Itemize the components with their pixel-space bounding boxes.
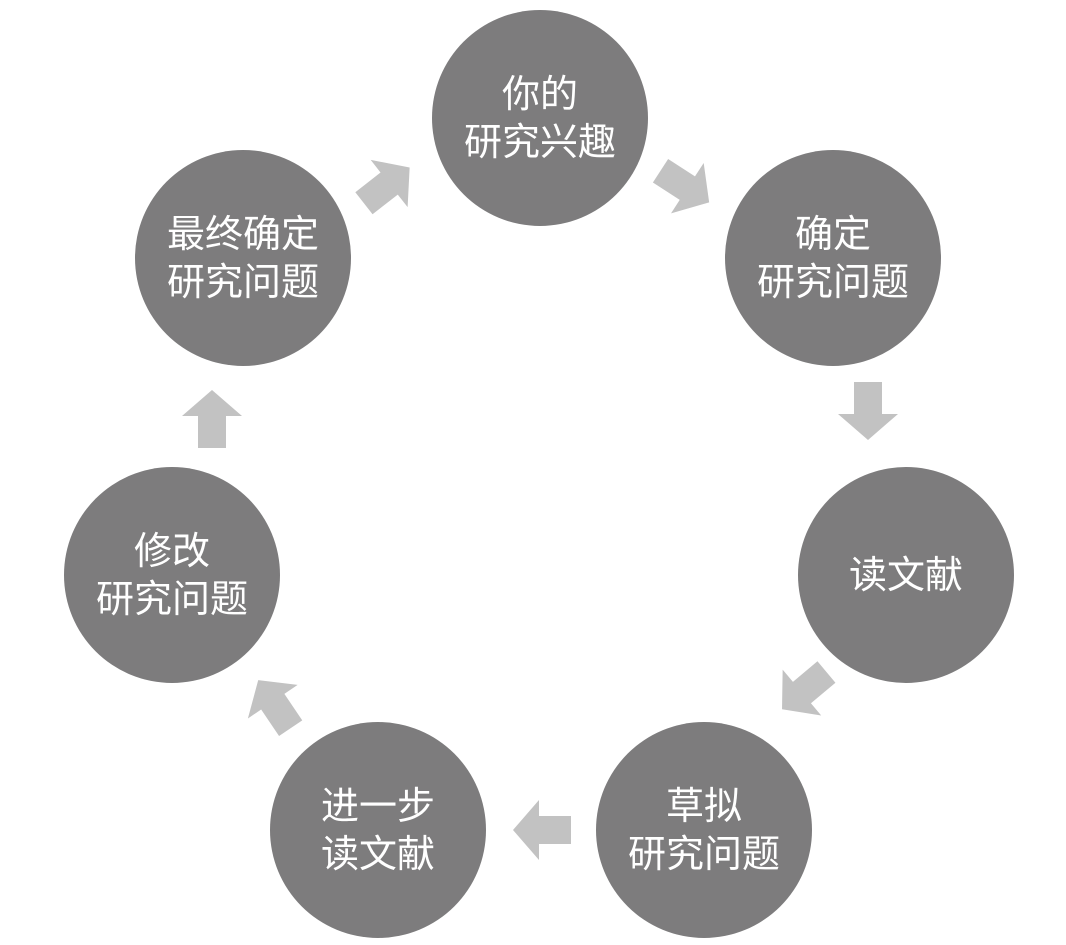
node-circle [725,150,941,366]
arrow-icon [247,680,303,737]
node-circle [135,150,351,366]
arrows-layer [182,159,898,860]
arrow-icon [182,390,242,448]
node-label: 修改 [134,529,210,573]
arrow-icon [838,382,898,440]
node-circle [596,722,812,938]
node-label: 读文献 [849,553,963,597]
node-label: 研究问题 [628,832,780,876]
arrow-icon [513,800,571,860]
node-label: 确定 [795,212,871,256]
node-circle [432,10,648,226]
arrow-icon [355,159,410,215]
arrow-icon [782,661,836,716]
nodes-layer: 你的研究兴趣确定研究问题读文献草拟研究问题进一步读文献修改研究问题最终确定研究问… [64,10,1014,938]
node-label: 你的 [502,72,578,116]
node-circle [64,467,280,683]
node-label: 读文献 [321,832,435,876]
node-label: 最终确定 [167,212,319,256]
node-label: 研究问题 [167,260,319,304]
node-label: 研究兴趣 [464,120,616,164]
node-label: 研究问题 [96,577,248,621]
node-label: 研究问题 [757,260,909,304]
node-circle [270,722,486,938]
node-circle [798,467,1014,683]
node-read: 读文献 [798,467,1014,683]
node-label: 进一步 [321,784,435,828]
arrow-icon [652,159,710,214]
node-label: 草拟 [666,784,742,828]
